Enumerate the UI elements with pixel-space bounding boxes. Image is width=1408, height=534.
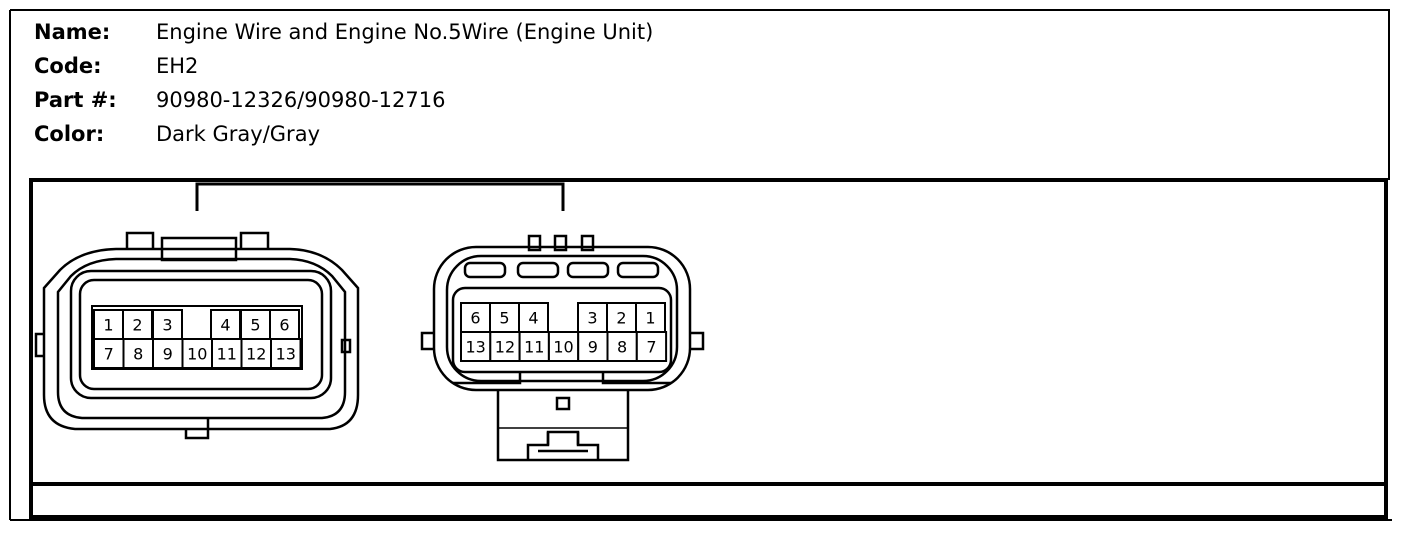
pin-cell [181,338,213,369]
male-connector-housing [420,234,705,462]
pin-cell [93,338,125,369]
pin-number: 9 [163,345,173,364]
pin-number: 9 [588,338,598,357]
name-label: Name: [34,20,111,44]
pin-number: 13 [465,338,485,357]
pin-cell [577,331,609,362]
pin-number: 13 [276,345,296,364]
name-value: Engine Wire and Engine No.5Wire (Engine … [156,20,654,44]
pin-number: 2 [132,316,142,335]
pin-cell [211,338,243,369]
pin-number: 6 [470,309,480,328]
pin-cell [152,338,184,369]
pin-number: 7 [646,338,656,357]
pin-number: 4 [528,309,538,328]
pin-number: 3 [587,309,597,328]
pin-number: 8 [617,338,627,357]
pin-number: 5 [250,316,260,335]
color-label: Color: [34,122,105,146]
pin-number: 6 [279,316,289,335]
pin-number: 8 [133,345,143,364]
pin-cell [240,309,271,340]
pin-number: 11 [524,338,544,357]
mating-bracket [195,182,565,211]
pin-number: 12 [246,345,266,364]
color-value: Dark Gray/Gray [156,122,320,146]
pin-number: 12 [495,338,515,357]
pin-cell [270,338,302,369]
pin-number: 10 [553,338,573,357]
pin-number: 5 [499,309,509,328]
pin-cell [635,331,668,362]
pin-cell [122,338,154,369]
pin-number: 2 [616,309,626,328]
pin-cell [518,331,550,362]
outer-frame [9,9,1392,521]
pin-number: 10 [187,345,207,364]
pin-number: 1 [103,316,113,335]
female-connector-housing [34,231,360,440]
pin-cell [547,331,580,362]
pin-cell [635,302,666,333]
pin-number: 4 [220,316,230,335]
pin-number: 7 [104,345,114,364]
part-label: Part #: [34,88,117,112]
pin-number: 1 [645,309,655,328]
code-value: EH2 [156,54,199,78]
pin-number: 3 [162,316,172,335]
pin-cell [606,302,637,333]
diagram-box [29,178,1388,519]
pin-cell [152,309,183,340]
part-value: 90980-12326/90980-12716 [156,88,446,112]
pin-cell [518,302,549,333]
code-label: Code: [34,54,102,78]
pin-cell [269,309,300,340]
pin-cell [460,331,492,362]
pin-cell [489,331,521,362]
pin-number: 11 [217,345,237,364]
